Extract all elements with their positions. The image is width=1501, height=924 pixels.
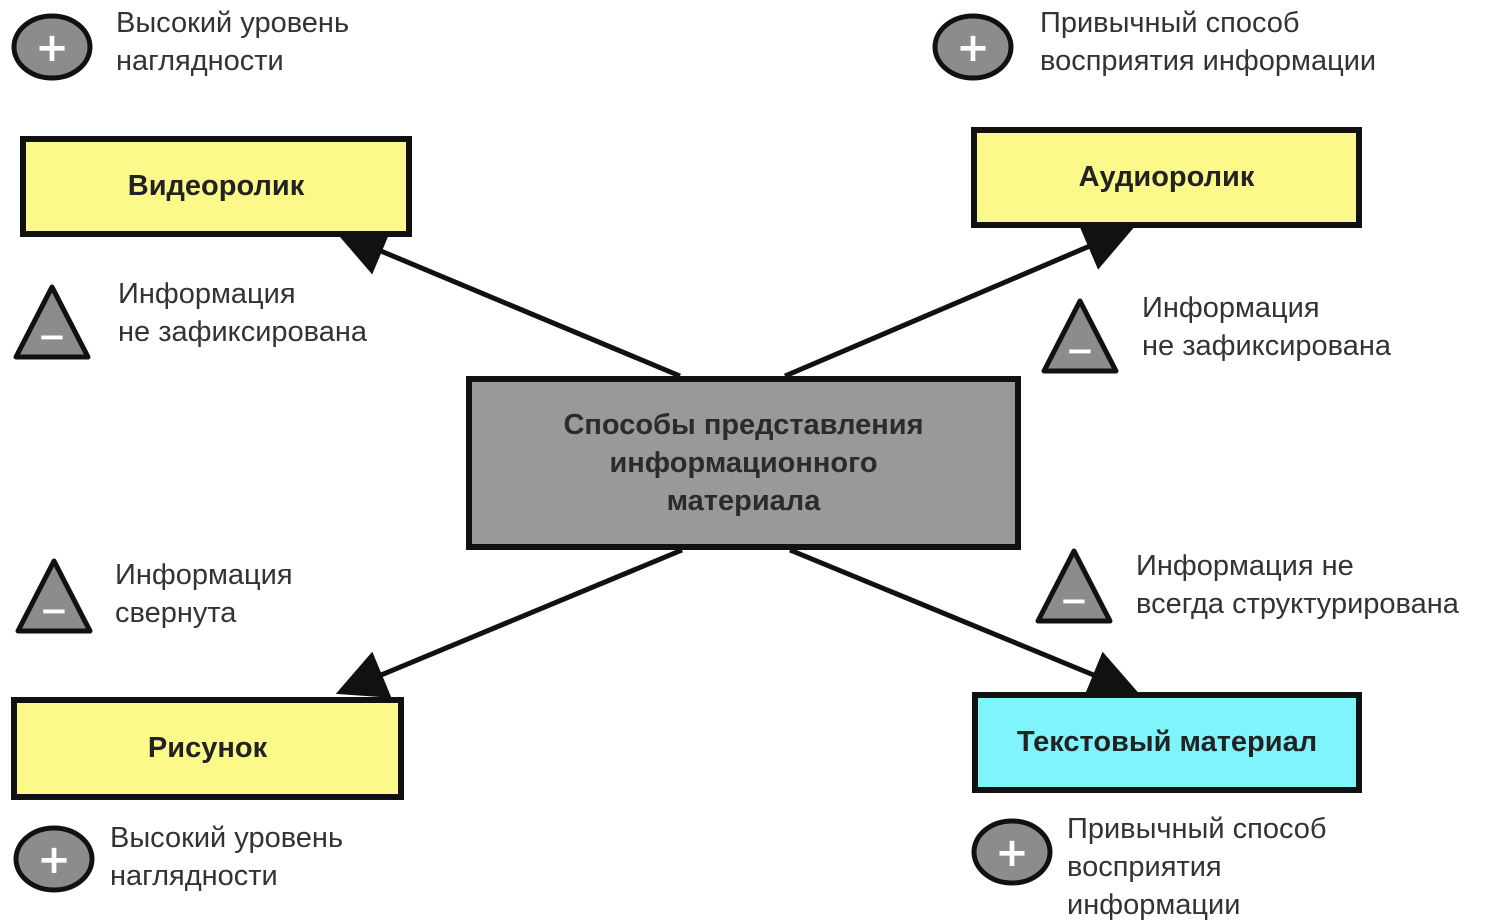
- arrow-to-video: [335, 228, 681, 379]
- note-audio-plus: Привычный способ восприятия информации: [1040, 7, 1377, 77]
- note-text-minus: Информация не всегда структурирована: [1136, 550, 1459, 620]
- node-image-label: Рисунок: [147, 732, 268, 764]
- plus-sign: +: [995, 830, 1029, 876]
- arrow-to-image: [335, 547, 683, 698]
- node-text-label: Текстовый материал: [1016, 726, 1318, 758]
- note-image-minus: Информация свернута: [115, 559, 293, 629]
- node-video: Видеоролик: [20, 136, 412, 237]
- minus-sign: −: [1060, 581, 1089, 621]
- node-text: Текстовый материал: [972, 692, 1362, 793]
- minus-sign: −: [1066, 331, 1095, 371]
- note-image-plus: Высокий уровень наглядности: [110, 822, 344, 892]
- arrow-to-audio: [784, 223, 1135, 379]
- minus-sign: −: [40, 591, 69, 631]
- minus-sign: −: [38, 317, 67, 357]
- minus-icon: −: [13, 284, 91, 360]
- note-video-minus: Информация не зафиксирована: [118, 278, 368, 348]
- plus-sign: +: [37, 837, 71, 883]
- arrow-to-text: [789, 547, 1140, 698]
- plus-sign: +: [956, 25, 990, 71]
- minus-icon: −: [1035, 548, 1113, 624]
- center-node: Способы представления информационного ма…: [466, 376, 1021, 550]
- note-text-plus: Привычный способ восприятия информации: [1067, 813, 1327, 921]
- plus-icon: +: [971, 818, 1053, 886]
- node-audio: Аудиоролик: [971, 127, 1362, 228]
- note-video-plus: Высокий уровень наглядности: [116, 7, 350, 77]
- plus-sign: +: [35, 25, 69, 71]
- plus-icon: +: [11, 13, 93, 81]
- node-video-label: Видеоролик: [127, 170, 305, 202]
- plus-icon: +: [932, 13, 1014, 81]
- minus-icon: −: [1041, 298, 1119, 374]
- node-image: Рисунок: [11, 697, 404, 800]
- note-audio-minus: Информация не зафиксирована: [1142, 292, 1392, 362]
- node-audio-label: Аудиоролик: [1078, 161, 1255, 193]
- plus-icon: +: [13, 825, 95, 893]
- minus-icon: −: [15, 558, 93, 634]
